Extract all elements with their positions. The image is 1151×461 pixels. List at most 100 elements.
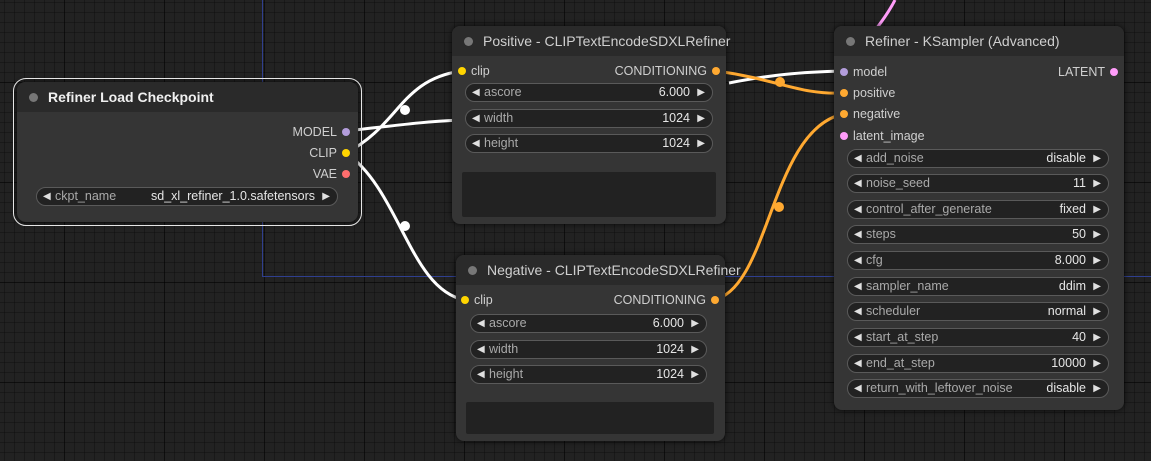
increment-arrow-icon[interactable]: ▶ xyxy=(1093,153,1101,164)
noise-seed-widget[interactable]: ◀ noise_seed 11 ▶ xyxy=(847,174,1109,193)
vae-socket-icon[interactable] xyxy=(342,170,350,178)
decrement-arrow-icon[interactable]: ◀ xyxy=(472,87,480,98)
input-negative-slot[interactable]: negative xyxy=(840,105,950,123)
ascore-widget[interactable]: ◀ ascore 6.000 ▶ xyxy=(470,314,707,333)
return-with-leftover-noise-widget[interactable]: ◀ return_with_leftover_noise disable ▶ xyxy=(847,379,1109,398)
decrement-arrow-icon[interactable]: ◀ xyxy=(477,344,485,355)
decrement-arrow-icon[interactable]: ◀ xyxy=(854,358,862,369)
increment-arrow-icon[interactable]: ▶ xyxy=(691,318,699,329)
increment-arrow-icon[interactable]: ▶ xyxy=(691,344,699,355)
decrement-arrow-icon[interactable]: ◀ xyxy=(854,255,862,266)
clip-to-negative-link[interactable] xyxy=(345,151,466,302)
model-link[interactable] xyxy=(345,118,461,133)
output-clip-slot[interactable]: CLIP xyxy=(250,144,350,162)
ascore-widget[interactable]: ◀ ascore 6.000 ▶ xyxy=(465,83,713,102)
increment-arrow-icon[interactable]: ▶ xyxy=(1093,204,1101,215)
decrement-arrow-icon[interactable]: ◀ xyxy=(472,113,480,124)
output-vae-slot[interactable]: VAE xyxy=(250,165,350,183)
increment-arrow-icon[interactable]: ▶ xyxy=(322,191,330,202)
clip-socket-icon[interactable] xyxy=(342,149,350,157)
positive-socket-icon[interactable] xyxy=(840,89,848,97)
collapse-dot-icon[interactable] xyxy=(29,93,38,102)
ksampler-node-title[interactable]: Refiner - KSampler (Advanced) xyxy=(834,26,1124,56)
input-positive-slot[interactable]: positive xyxy=(840,84,950,102)
collapse-dot-icon[interactable] xyxy=(468,266,477,275)
checkpoint-loader-node[interactable]: Refiner Load Checkpoint MODEL CLIP VAE ◀… xyxy=(13,78,362,226)
conditioning-socket-icon[interactable] xyxy=(712,67,720,75)
output-conditioning-slot[interactable]: CONDITIONING xyxy=(590,62,720,80)
increment-arrow-icon[interactable]: ▶ xyxy=(1093,229,1101,240)
height-widget[interactable]: ◀ height 1024 ▶ xyxy=(470,365,707,384)
input-model-slot[interactable]: model xyxy=(840,63,950,81)
prompt-textarea[interactable] xyxy=(466,402,714,434)
model-socket-icon[interactable] xyxy=(342,128,350,136)
steps-widget[interactable]: ◀ steps 50 ▶ xyxy=(847,225,1109,244)
clip-positive-link-midpoint[interactable] xyxy=(400,105,410,115)
clip-to-positive-link[interactable] xyxy=(345,69,462,155)
increment-arrow-icon[interactable]: ▶ xyxy=(1093,255,1101,266)
increment-arrow-icon[interactable]: ▶ xyxy=(697,87,705,98)
prompt-textarea[interactable] xyxy=(462,172,716,217)
decrement-arrow-icon[interactable]: ◀ xyxy=(854,383,862,394)
increment-arrow-icon[interactable]: ▶ xyxy=(1093,358,1101,369)
input-latent-image-slot[interactable]: latent_image xyxy=(840,127,970,145)
negative-conditioning-link-midpoint[interactable] xyxy=(774,202,784,212)
decrement-arrow-icon[interactable]: ◀ xyxy=(854,153,862,164)
width-widget[interactable]: ◀ width 1024 ▶ xyxy=(465,109,713,128)
negative-socket-icon[interactable] xyxy=(840,110,848,118)
cfg-widget[interactable]: ◀ cfg 8.000 ▶ xyxy=(847,251,1109,270)
model-link-to-sampler[interactable] xyxy=(728,69,844,85)
checkpoint-node-title[interactable]: Refiner Load Checkpoint xyxy=(17,82,358,112)
positive-clip-text-encode-node[interactable]: Positive - CLIPTextEncodeSDXLRefiner cli… xyxy=(452,26,730,224)
decrement-arrow-icon[interactable]: ◀ xyxy=(854,281,862,292)
model-socket-icon[interactable] xyxy=(840,68,848,76)
increment-arrow-icon[interactable]: ▶ xyxy=(697,138,705,149)
output-latent-slot[interactable]: LATENT xyxy=(1028,63,1118,81)
input-clip-slot[interactable]: clip xyxy=(458,62,538,80)
conditioning-socket-icon[interactable] xyxy=(711,296,719,304)
increment-arrow-icon[interactable]: ▶ xyxy=(1093,306,1101,317)
control-after-generate-widget[interactable]: ◀ control_after_generate fixed ▶ xyxy=(847,200,1109,219)
decrement-arrow-icon[interactable]: ◀ xyxy=(854,178,862,189)
add-noise-widget[interactable]: ◀ add_noise disable ▶ xyxy=(847,149,1109,168)
height-widget[interactable]: ◀ height 1024 ▶ xyxy=(465,134,713,153)
decrement-arrow-icon[interactable]: ◀ xyxy=(854,229,862,240)
negative-clip-text-encode-node[interactable]: Negative - CLIPTextEncodeSDXLRefiner cli… xyxy=(456,255,741,441)
increment-arrow-icon[interactable]: ▶ xyxy=(697,113,705,124)
increment-arrow-icon[interactable]: ▶ xyxy=(1093,332,1101,343)
positive-conditioning-link-midpoint[interactable] xyxy=(775,77,785,87)
clip-negative-link-midpoint[interactable] xyxy=(400,221,410,231)
increment-arrow-icon[interactable]: ▶ xyxy=(1093,281,1101,292)
start-at-step-widget[interactable]: ◀ start_at_step 40 ▶ xyxy=(847,328,1109,347)
width-widget[interactable]: ◀ width 1024 ▶ xyxy=(470,340,707,359)
positive-conditioning-link[interactable] xyxy=(716,69,844,95)
decrement-arrow-icon[interactable]: ◀ xyxy=(472,138,480,149)
clip-socket-icon[interactable] xyxy=(461,296,469,304)
ckpt-name-combo[interactable]: ◀ ckpt_name sd_xl_refiner_1.0.safetensor… xyxy=(36,187,338,206)
output-conditioning-slot[interactable]: CONDITIONING xyxy=(589,291,719,309)
end-at-step-widget[interactable]: ◀ end_at_step 10000 ▶ xyxy=(847,354,1109,373)
collapse-dot-icon[interactable] xyxy=(464,37,473,46)
output-model-slot[interactable]: MODEL xyxy=(250,123,350,141)
increment-arrow-icon[interactable]: ▶ xyxy=(1093,383,1101,394)
decrement-arrow-icon[interactable]: ◀ xyxy=(854,332,862,343)
decrement-arrow-icon[interactable]: ◀ xyxy=(477,318,485,329)
collapse-dot-icon[interactable] xyxy=(846,37,855,46)
ksampler-advanced-node[interactable]: Refiner - KSampler (Advanced) model posi… xyxy=(834,26,1124,410)
latent-socket-icon[interactable] xyxy=(1110,68,1118,76)
decrement-arrow-icon[interactable]: ◀ xyxy=(854,306,862,317)
sampler-name-widget[interactable]: ◀ sampler_name ddim ▶ xyxy=(847,277,1109,296)
input-clip-slot[interactable]: clip xyxy=(461,291,541,309)
increment-arrow-icon[interactable]: ▶ xyxy=(691,369,699,380)
negative-node-title[interactable]: Negative - CLIPTextEncodeSDXLRefiner xyxy=(456,255,741,285)
negative-title-text: Negative - CLIPTextEncodeSDXLRefiner xyxy=(487,262,741,278)
clip-socket-icon[interactable] xyxy=(458,67,466,75)
decrement-arrow-icon[interactable]: ◀ xyxy=(43,191,51,202)
positive-node-title[interactable]: Positive - CLIPTextEncodeSDXLRefiner xyxy=(452,26,730,56)
decrement-arrow-icon[interactable]: ◀ xyxy=(854,204,862,215)
decrement-arrow-icon[interactable]: ◀ xyxy=(477,369,485,380)
increment-arrow-icon[interactable]: ▶ xyxy=(1093,178,1101,189)
latent-socket-icon[interactable] xyxy=(840,132,848,140)
scheduler-widget[interactable]: ◀ scheduler normal ▶ xyxy=(847,302,1109,321)
